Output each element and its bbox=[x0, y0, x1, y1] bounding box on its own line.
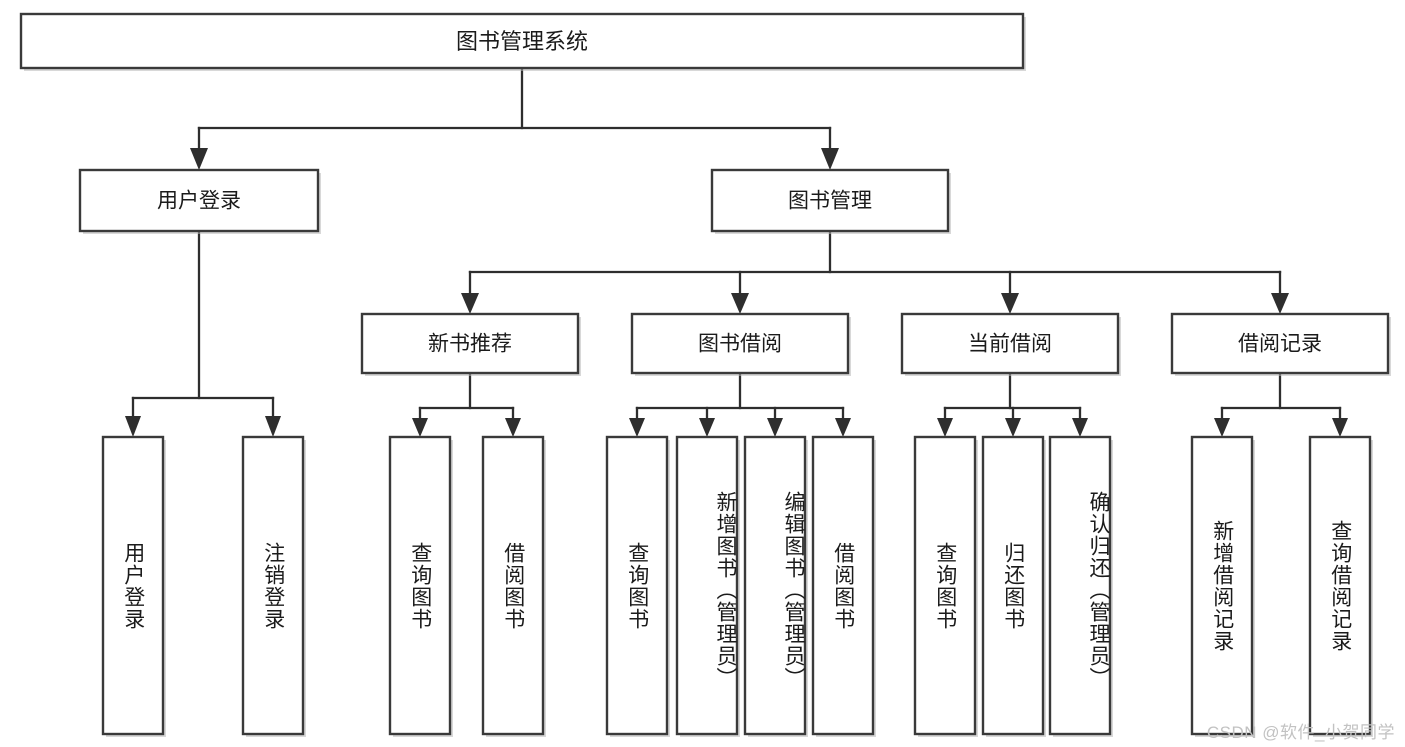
node-rect bbox=[241, 435, 305, 736]
arrow-head-newbook-leaf-2 bbox=[505, 418, 521, 437]
leaf-box-book-borrow-1[interactable] bbox=[605, 435, 670, 737]
node-book-management[interactable]: 图书管理 bbox=[710, 168, 951, 234]
leaf-box-user-login-1[interactable] bbox=[101, 435, 166, 737]
arrow-head-current-leaf-2 bbox=[1005, 418, 1021, 437]
connector-group-root bbox=[190, 66, 839, 170]
arrow-head-newbook-leaf-1 bbox=[412, 418, 428, 437]
arrow-head-bookmgmt-to-record bbox=[1271, 293, 1289, 314]
node-rect bbox=[19, 12, 1025, 70]
node-rect bbox=[630, 312, 850, 375]
connector-group-user-login bbox=[125, 230, 281, 437]
arrow-head-borrow-leaf-1 bbox=[629, 418, 645, 437]
node-rect bbox=[481, 435, 545, 736]
node-label: 图书管理系统 bbox=[456, 29, 588, 54]
node-rect bbox=[900, 312, 1120, 375]
node-user-login[interactable]: 用户登录 bbox=[78, 168, 321, 234]
leaf-box-new-book-2[interactable] bbox=[481, 435, 546, 737]
node-rect bbox=[981, 435, 1045, 736]
connector-group-current-borrow bbox=[937, 373, 1088, 437]
node-rect bbox=[388, 435, 452, 736]
arrow-head-root-to-login bbox=[190, 148, 208, 170]
leaf-box-book-borrow-4[interactable] bbox=[811, 435, 876, 737]
arrow-head-login-leaf-1 bbox=[125, 416, 141, 437]
node-current-borrow[interactable]: 当前借阅 bbox=[900, 312, 1121, 376]
leaf-box-new-book-1[interactable] bbox=[388, 435, 453, 737]
leaf-box-borrow-record-2[interactable] bbox=[1308, 435, 1373, 737]
node-rect bbox=[913, 435, 977, 736]
node-rect bbox=[605, 435, 669, 736]
arrow-head-bookmgmt-to-borrow bbox=[731, 293, 749, 314]
node-label: 图书管理 bbox=[788, 190, 872, 213]
node-label: 用户登录 bbox=[157, 190, 241, 213]
leaf-box-book-borrow-2[interactable] bbox=[675, 435, 740, 737]
node-rect bbox=[675, 435, 739, 736]
connector-group-book-management bbox=[461, 230, 1289, 314]
connector-group-borrow-record bbox=[1214, 373, 1348, 437]
arrow-head-current-leaf-3 bbox=[1072, 418, 1088, 437]
leaf-box-current-borrow-2[interactable] bbox=[981, 435, 1046, 737]
node-rect bbox=[360, 312, 580, 375]
node-rect bbox=[1170, 312, 1390, 375]
leaf-box-book-borrow-3[interactable] bbox=[743, 435, 808, 737]
arrow-head-current-leaf-1 bbox=[937, 418, 953, 437]
node-label: 新书推荐 bbox=[428, 333, 512, 356]
node-rect bbox=[710, 168, 950, 233]
node-rect bbox=[1308, 435, 1372, 736]
node-new-book-recommend[interactable]: 新书推荐 bbox=[360, 312, 581, 376]
node-title-system[interactable]: 图书管理系统 bbox=[19, 12, 1026, 71]
arrow-head-bookmgmt-to-current bbox=[1001, 293, 1019, 314]
arrow-head-borrow-leaf-2 bbox=[699, 418, 715, 437]
node-rect bbox=[1190, 435, 1254, 736]
node-label: 图书借阅 bbox=[698, 333, 782, 356]
arrow-head-record-leaf-2 bbox=[1332, 418, 1348, 437]
arrow-head-record-leaf-1 bbox=[1214, 418, 1230, 437]
node-book-borrow[interactable]: 图书借阅 bbox=[630, 312, 851, 376]
node-rect bbox=[101, 435, 165, 736]
arrow-head-borrow-leaf-4 bbox=[835, 418, 851, 437]
leaf-box-borrow-record-1[interactable] bbox=[1190, 435, 1255, 737]
leaf-box-current-borrow-1[interactable] bbox=[913, 435, 978, 737]
csdn-watermark: CSDN @软件_小贺同学 bbox=[1206, 723, 1395, 742]
connector-group-book-borrow bbox=[629, 373, 851, 437]
arrow-head-borrow-leaf-3 bbox=[767, 418, 783, 437]
node-label: 当前借阅 bbox=[968, 333, 1052, 356]
node-rect bbox=[1048, 435, 1112, 736]
node-rect bbox=[743, 435, 807, 736]
node-borrow-record[interactable]: 借阅记录 bbox=[1170, 312, 1391, 376]
node-rect bbox=[811, 435, 875, 736]
arrow-head-login-leaf-2 bbox=[265, 416, 281, 437]
leaf-box-user-login-2[interactable] bbox=[241, 435, 306, 737]
leaf-box-current-borrow-3[interactable] bbox=[1048, 435, 1113, 737]
node-label: 借阅记录 bbox=[1238, 333, 1322, 356]
connector-group-new-book bbox=[412, 373, 521, 437]
arrow-head-bookmgmt-to-newbook bbox=[461, 293, 479, 314]
node-rect bbox=[78, 168, 320, 233]
arrow-head-root-to-bookmgmt bbox=[821, 148, 839, 170]
